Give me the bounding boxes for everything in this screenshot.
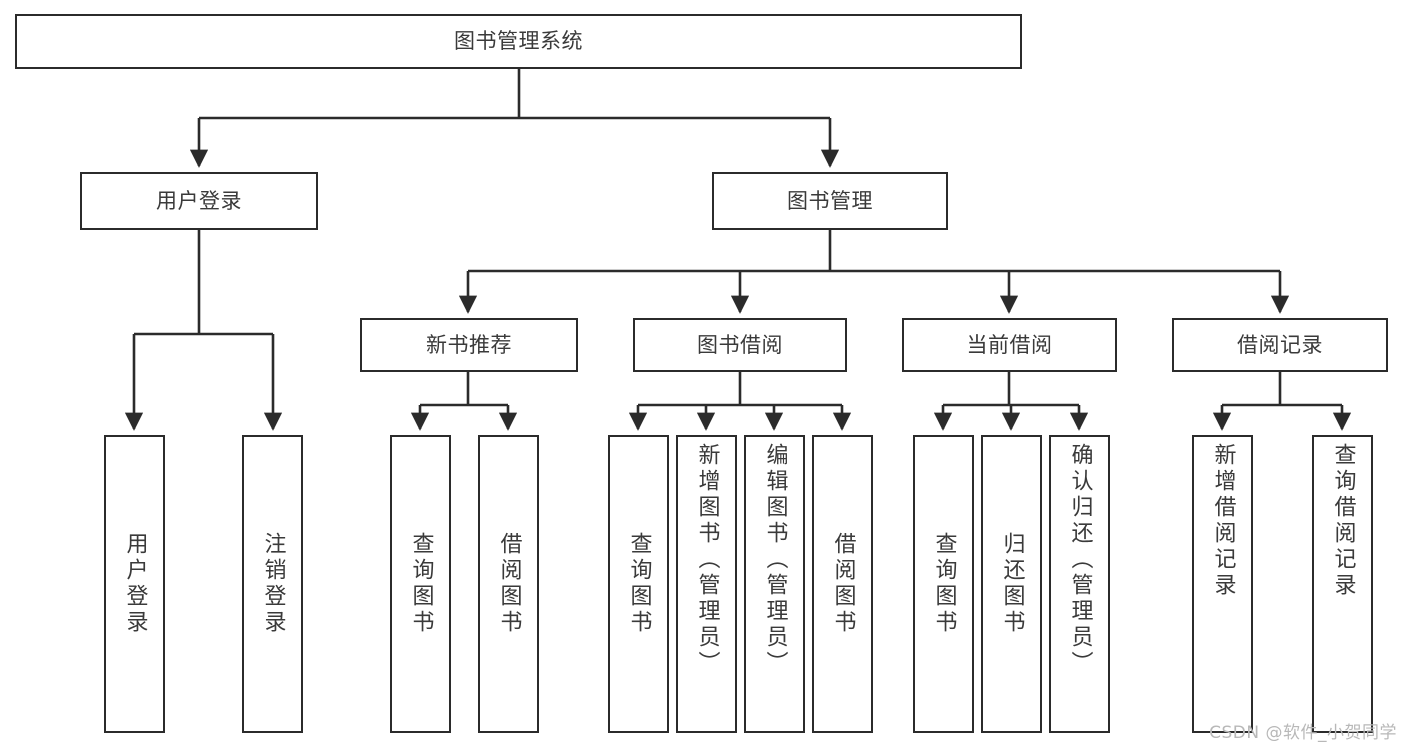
leaf-leaf-add-book-label: 新增图书（管理员） <box>694 443 720 677</box>
node-borrow-record-label: 借阅记录 <box>1237 332 1323 357</box>
leaf-leaf-borrow-book-1[interactable]: 借阅图书 <box>478 435 539 733</box>
leaf-leaf-add-book[interactable]: 新增图书（管理员） <box>676 435 737 733</box>
node-borrow-record[interactable]: 借阅记录 <box>1172 318 1388 372</box>
node-current-borrow-label: 当前借阅 <box>966 332 1053 357</box>
leaf-leaf-borrow-book-2-label: 借阅图书 <box>830 532 856 636</box>
leaf-leaf-query-book-3-label: 查询图书 <box>931 532 957 636</box>
leaf-leaf-borrow-book-1-label: 借阅图书 <box>496 532 522 636</box>
leaf-leaf-user-login[interactable]: 用户登录 <box>104 435 165 733</box>
node-user-login[interactable]: 用户登录 <box>80 172 318 230</box>
watermark-text: CSDN @软件_小贺同学 <box>1209 723 1397 743</box>
node-book-management-label: 图书管理 <box>787 188 873 213</box>
leaf-leaf-logout-label: 注销登录 <box>260 532 286 636</box>
root-node-label: 图书管理系统 <box>454 29 583 54</box>
leaf-leaf-logout[interactable]: 注销登录 <box>242 435 303 733</box>
leaf-leaf-return-book[interactable]: 归还图书 <box>981 435 1042 733</box>
node-user-login-label: 用户登录 <box>156 188 242 213</box>
node-book-borrow[interactable]: 图书借阅 <box>633 318 847 372</box>
leaf-leaf-query-book-2[interactable]: 查询图书 <box>608 435 669 733</box>
node-new-book-recommend-label: 新书推荐 <box>426 332 512 357</box>
leaf-leaf-edit-book[interactable]: 编辑图书（管理员） <box>744 435 805 733</box>
node-current-borrow[interactable]: 当前借阅 <box>902 318 1117 372</box>
leaf-leaf-user-login-label: 用户登录 <box>122 532 148 636</box>
leaf-leaf-query-record[interactable]: 查询借阅记录 <box>1312 435 1373 733</box>
leaf-leaf-edit-book-label: 编辑图书（管理员） <box>762 443 788 677</box>
node-book-borrow-label: 图书借阅 <box>697 332 783 357</box>
leaf-leaf-query-book-2-label: 查询图书 <box>626 532 652 636</box>
leaf-leaf-confirm-return-label: 确认归还（管理员） <box>1067 443 1093 677</box>
node-new-book-recommend[interactable]: 新书推荐 <box>360 318 578 372</box>
root-node-book-management-system[interactable]: 图书管理系统 <box>15 14 1022 69</box>
leaf-leaf-confirm-return[interactable]: 确认归还（管理员） <box>1049 435 1110 733</box>
node-book-management[interactable]: 图书管理 <box>712 172 948 230</box>
leaf-leaf-query-book-1[interactable]: 查询图书 <box>390 435 451 733</box>
leaf-leaf-query-book-1-label: 查询图书 <box>408 532 434 636</box>
leaf-leaf-query-record-label: 查询借阅记录 <box>1330 443 1356 599</box>
leaf-leaf-borrow-book-2[interactable]: 借阅图书 <box>812 435 873 733</box>
leaf-leaf-return-book-label: 归还图书 <box>999 532 1025 636</box>
leaf-leaf-add-record-label: 新增借阅记录 <box>1210 443 1236 599</box>
leaf-leaf-query-book-3[interactable]: 查询图书 <box>913 435 974 733</box>
leaf-leaf-add-record[interactable]: 新增借阅记录 <box>1192 435 1253 733</box>
